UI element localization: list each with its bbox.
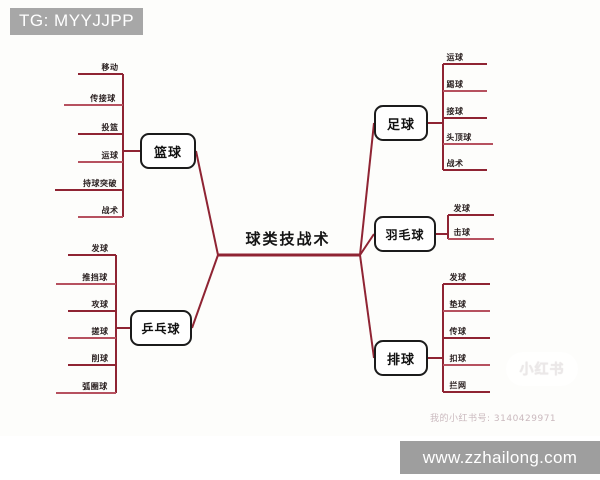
branch-node-basketball[interactable]: 篮球 [140, 133, 196, 169]
leaf-label-tabletennis-3: 搓球 [91, 327, 109, 336]
trunk-badminton [359, 233, 375, 256]
leaf-label-volleyball-0: 发球 [449, 273, 467, 282]
site-watermark: www.zzhailong.com [400, 441, 600, 474]
branch-node-soccer[interactable]: 足球 [374, 105, 428, 141]
leaf-label-basketball-3: 运球 [101, 151, 119, 160]
leaf-label-volleyball-1: 垫球 [449, 300, 467, 309]
leaf-label-tabletennis-0: 发球 [91, 244, 109, 253]
tg-watermark: TG: MYYJJPP [10, 8, 144, 35]
branch-node-badminton[interactable]: 羽毛球 [374, 216, 436, 252]
trunk-tabletennis [191, 254, 219, 329]
leaf-label-basketball-0: 移动 [101, 63, 119, 72]
trunk-soccer [359, 122, 375, 256]
leaf-label-badminton-0: 发球 [453, 204, 471, 213]
leaf-label-tabletennis-1: 推挡球 [82, 273, 108, 282]
leaf-label-soccer-4: 战术 [446, 159, 464, 168]
leaf-label-basketball-5: 战术 [101, 206, 119, 215]
leaf-label-volleyball-2: 传球 [449, 327, 467, 336]
leaf-label-tabletennis-5: 弧圈球 [82, 382, 108, 391]
leaf-label-soccer-2: 接球 [446, 107, 464, 116]
leaf-label-tabletennis-4: 削球 [91, 354, 109, 363]
xiaohongshu-id-watermark: 我的小红书号: 3140429971 [430, 414, 557, 424]
leaf-label-badminton-1: 击球 [453, 228, 471, 237]
center-node-label: 球类技战术 [245, 230, 331, 248]
mindmap-connector-lines [55, 63, 494, 394]
leaf-label-soccer-3: 头顶球 [446, 133, 472, 142]
leaf-label-volleyball-3: 扣球 [449, 354, 467, 363]
leaf-label-tabletennis-2: 攻球 [91, 300, 109, 309]
branch-node-volleyball[interactable]: 排球 [374, 340, 428, 376]
branch-node-tabletennis[interactable]: 乒乓球 [130, 310, 192, 346]
leaf-label-basketball-4: 持球突破 [83, 179, 117, 188]
trunk-basketball [195, 150, 219, 256]
leaf-label-basketball-1: 传接球 [90, 94, 116, 103]
leaf-label-volleyball-4: 拦网 [449, 381, 467, 390]
xiaohongshu-logo-watermark: 小红书 [506, 352, 578, 386]
mindmap-image-area: 移动传接球投篮运球持球突破战术篮球发球推挡球攻球搓球削球弧圈球乒乓球运球踢球接球… [55, 53, 578, 424]
leaf-label-soccer-0: 运球 [446, 53, 464, 62]
leaf-label-basketball-2: 投篮 [101, 123, 119, 132]
trunk-volleyball [359, 254, 375, 359]
leaf-label-soccer-1: 踢球 [446, 80, 464, 89]
